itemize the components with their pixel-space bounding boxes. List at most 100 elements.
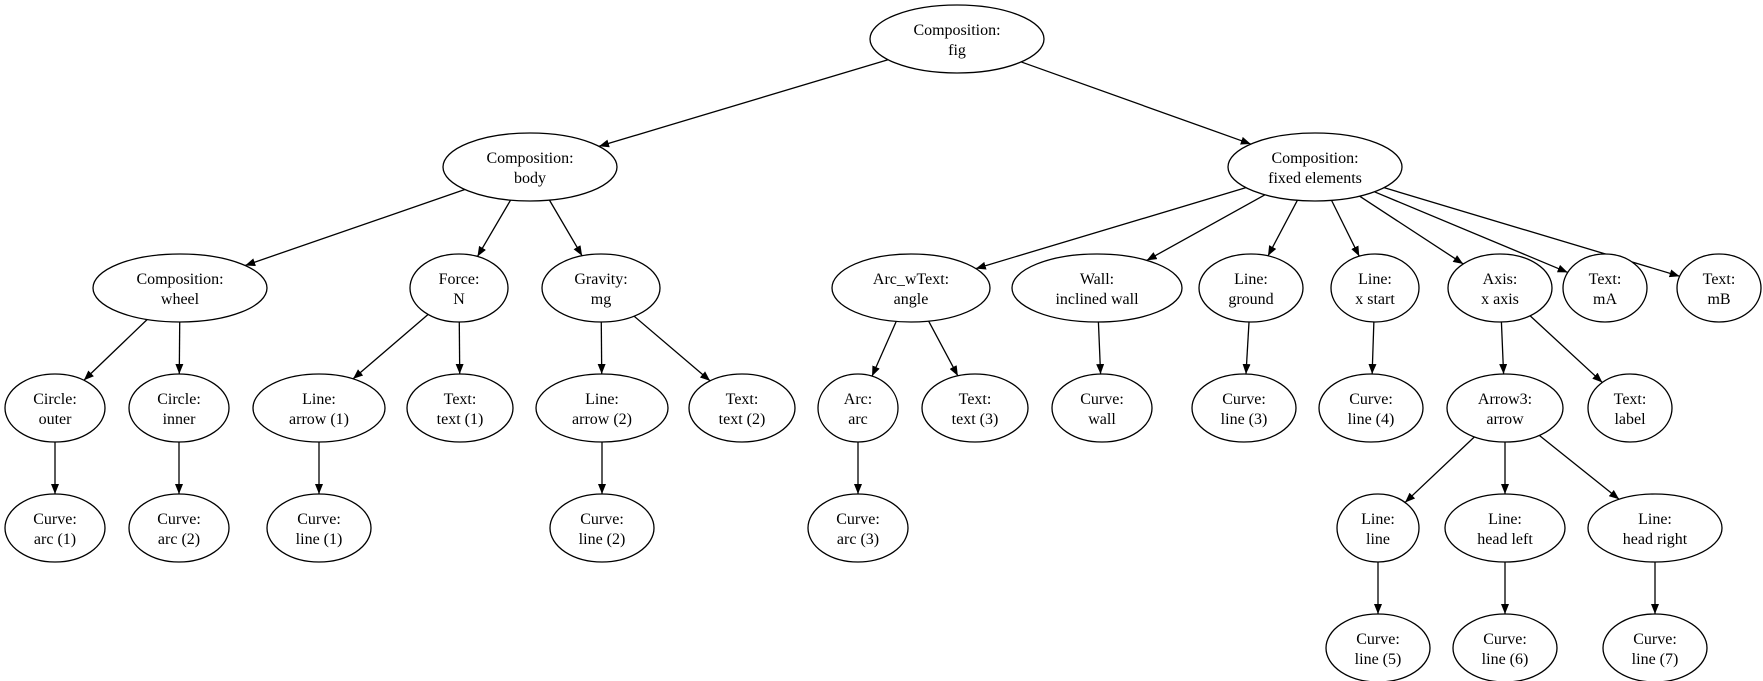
node-type-label: Circle: <box>33 391 77 408</box>
node-name-label: inner <box>163 411 197 428</box>
node-name-label: N <box>453 291 465 308</box>
node-shape <box>1336 493 1420 563</box>
node-name-label: wall <box>1088 411 1116 428</box>
node-type-label: Curve: <box>297 511 341 528</box>
edge-body-to-forceN <box>476 199 512 257</box>
node-shape <box>92 253 268 323</box>
node-type-label: Curve: <box>1483 631 1527 648</box>
nodes-layer: Composition:figComposition:bodyCompositi… <box>4 4 1762 681</box>
node-xstart: Line: x start <box>1330 253 1420 323</box>
node-type-label: Line: <box>1358 271 1392 288</box>
node-shape <box>1325 613 1431 681</box>
node-arc2: Curve:arc (2) <box>128 493 230 563</box>
node-name-label: line (1) <box>296 531 343 548</box>
node-shape <box>266 493 372 563</box>
node-arrow1: Line:arrow (1) <box>252 373 386 443</box>
node-arrow2: Line: arrow (2) <box>535 373 669 443</box>
node-name-label: x axis <box>1481 291 1519 308</box>
node-line1: Curve: line (1) <box>266 493 372 563</box>
node-shape <box>1562 253 1648 323</box>
node-type-label: Arc: <box>844 391 872 408</box>
node-ground: Line: ground <box>1198 253 1304 323</box>
node-type-label: Text: <box>1589 271 1622 288</box>
node-type-label: Line: <box>1234 271 1268 288</box>
edge-fixed-to-xstart <box>1330 200 1360 257</box>
node-shape <box>817 373 899 443</box>
node-name-label: fixed elements <box>1268 170 1362 187</box>
node-shape <box>1051 373 1153 443</box>
node-name-label: angle <box>894 291 929 308</box>
node-shape <box>409 253 509 323</box>
node-name-label: arrow (1) <box>289 411 349 428</box>
node-name-label: ground <box>1228 291 1273 308</box>
node-shape <box>869 4 1045 74</box>
node-name-label: line (3) <box>1221 411 1268 428</box>
node-type-label: Axis: <box>1483 271 1518 288</box>
edge-angle-to-arcnode <box>871 321 897 377</box>
node-name-label: mA <box>1593 291 1617 308</box>
node-shape <box>128 373 230 443</box>
node-mA: Text: mA <box>1562 253 1648 323</box>
node-shape <box>831 253 991 323</box>
node-wall: Wall: inclined wall <box>1011 253 1183 323</box>
node-angle: Arc_wText:angle <box>831 253 991 323</box>
node-shape <box>1587 493 1723 563</box>
node-shape <box>1444 493 1566 563</box>
node-name-label: line (4) <box>1348 411 1395 428</box>
node-type-label: Line: <box>1488 511 1522 528</box>
node-name-label: arrow <box>1486 411 1524 428</box>
node-type-label: Curve: <box>1356 631 1400 648</box>
node-shape <box>1446 373 1564 443</box>
node-name-label: line (7) <box>1632 651 1679 668</box>
node-name-label: mg <box>591 291 611 308</box>
node-text1: Text:text (1) <box>406 373 514 443</box>
node-outer: Circle:outer <box>4 373 106 443</box>
node-name-label: line <box>1366 531 1390 548</box>
edge-gravity-to-text2 <box>633 315 711 382</box>
node-shape <box>688 373 796 443</box>
node-type-label: Composition: <box>486 150 573 167</box>
node-type-label: Line: <box>585 391 619 408</box>
node-xaxis: Axis: x axis <box>1447 253 1553 323</box>
node-type-label: Curve: <box>1080 391 1124 408</box>
edge-fixed-to-wall <box>1146 194 1266 261</box>
edge-xaxis-to-label <box>1529 315 1603 383</box>
edge-wheel-to-outer <box>83 319 148 381</box>
node-type-label: Wall: <box>1080 271 1114 288</box>
node-arrow3: Arrow3:arrow <box>1446 373 1564 443</box>
node-line2: Curve:line (2) <box>549 493 655 563</box>
edge-body-to-gravity <box>548 199 583 257</box>
node-text2: Text:text (2) <box>688 373 796 443</box>
node-type-label: Force: <box>439 271 480 288</box>
node-name-label: label <box>1614 411 1646 428</box>
node-name-label: arc (3) <box>837 531 879 548</box>
node-shape <box>252 373 386 443</box>
node-fixed: Composition: fixed elements <box>1227 132 1403 202</box>
node-shape <box>406 373 514 443</box>
node-name-label: arc <box>848 411 868 428</box>
edge-fixed-to-angle <box>975 187 1247 270</box>
node-shape <box>1227 132 1403 202</box>
node-name-label: x start <box>1355 291 1395 308</box>
node-name-label: inclined wall <box>1055 291 1139 308</box>
node-arc1: Curve:arc (1) <box>4 493 106 563</box>
node-forceN: Force: N <box>409 253 509 323</box>
node-name-label: wheel <box>161 291 200 308</box>
node-line4: Curve:line (4) <box>1318 373 1424 443</box>
node-inner: Circle:inner <box>128 373 230 443</box>
node-type-label: Gravity: <box>574 271 627 288</box>
node-type-label: Composition: <box>1271 150 1358 167</box>
edge-angle-to-text3 <box>928 320 959 377</box>
node-shape <box>1330 253 1420 323</box>
node-line3: Curve:line (3) <box>1191 373 1297 443</box>
node-type-label: Composition: <box>136 271 223 288</box>
node-shape <box>541 253 661 323</box>
node-type-label: Curve: <box>836 511 880 528</box>
node-shape <box>1602 613 1708 681</box>
node-line7: Curve:line (7) <box>1602 613 1708 681</box>
node-gravity: Gravity: mg <box>541 253 661 323</box>
node-name-label: arrow (2) <box>572 411 632 428</box>
node-name-label: head right <box>1623 531 1688 548</box>
node-type-label: Line: <box>1638 511 1672 528</box>
edge-fig-to-body <box>598 59 889 148</box>
